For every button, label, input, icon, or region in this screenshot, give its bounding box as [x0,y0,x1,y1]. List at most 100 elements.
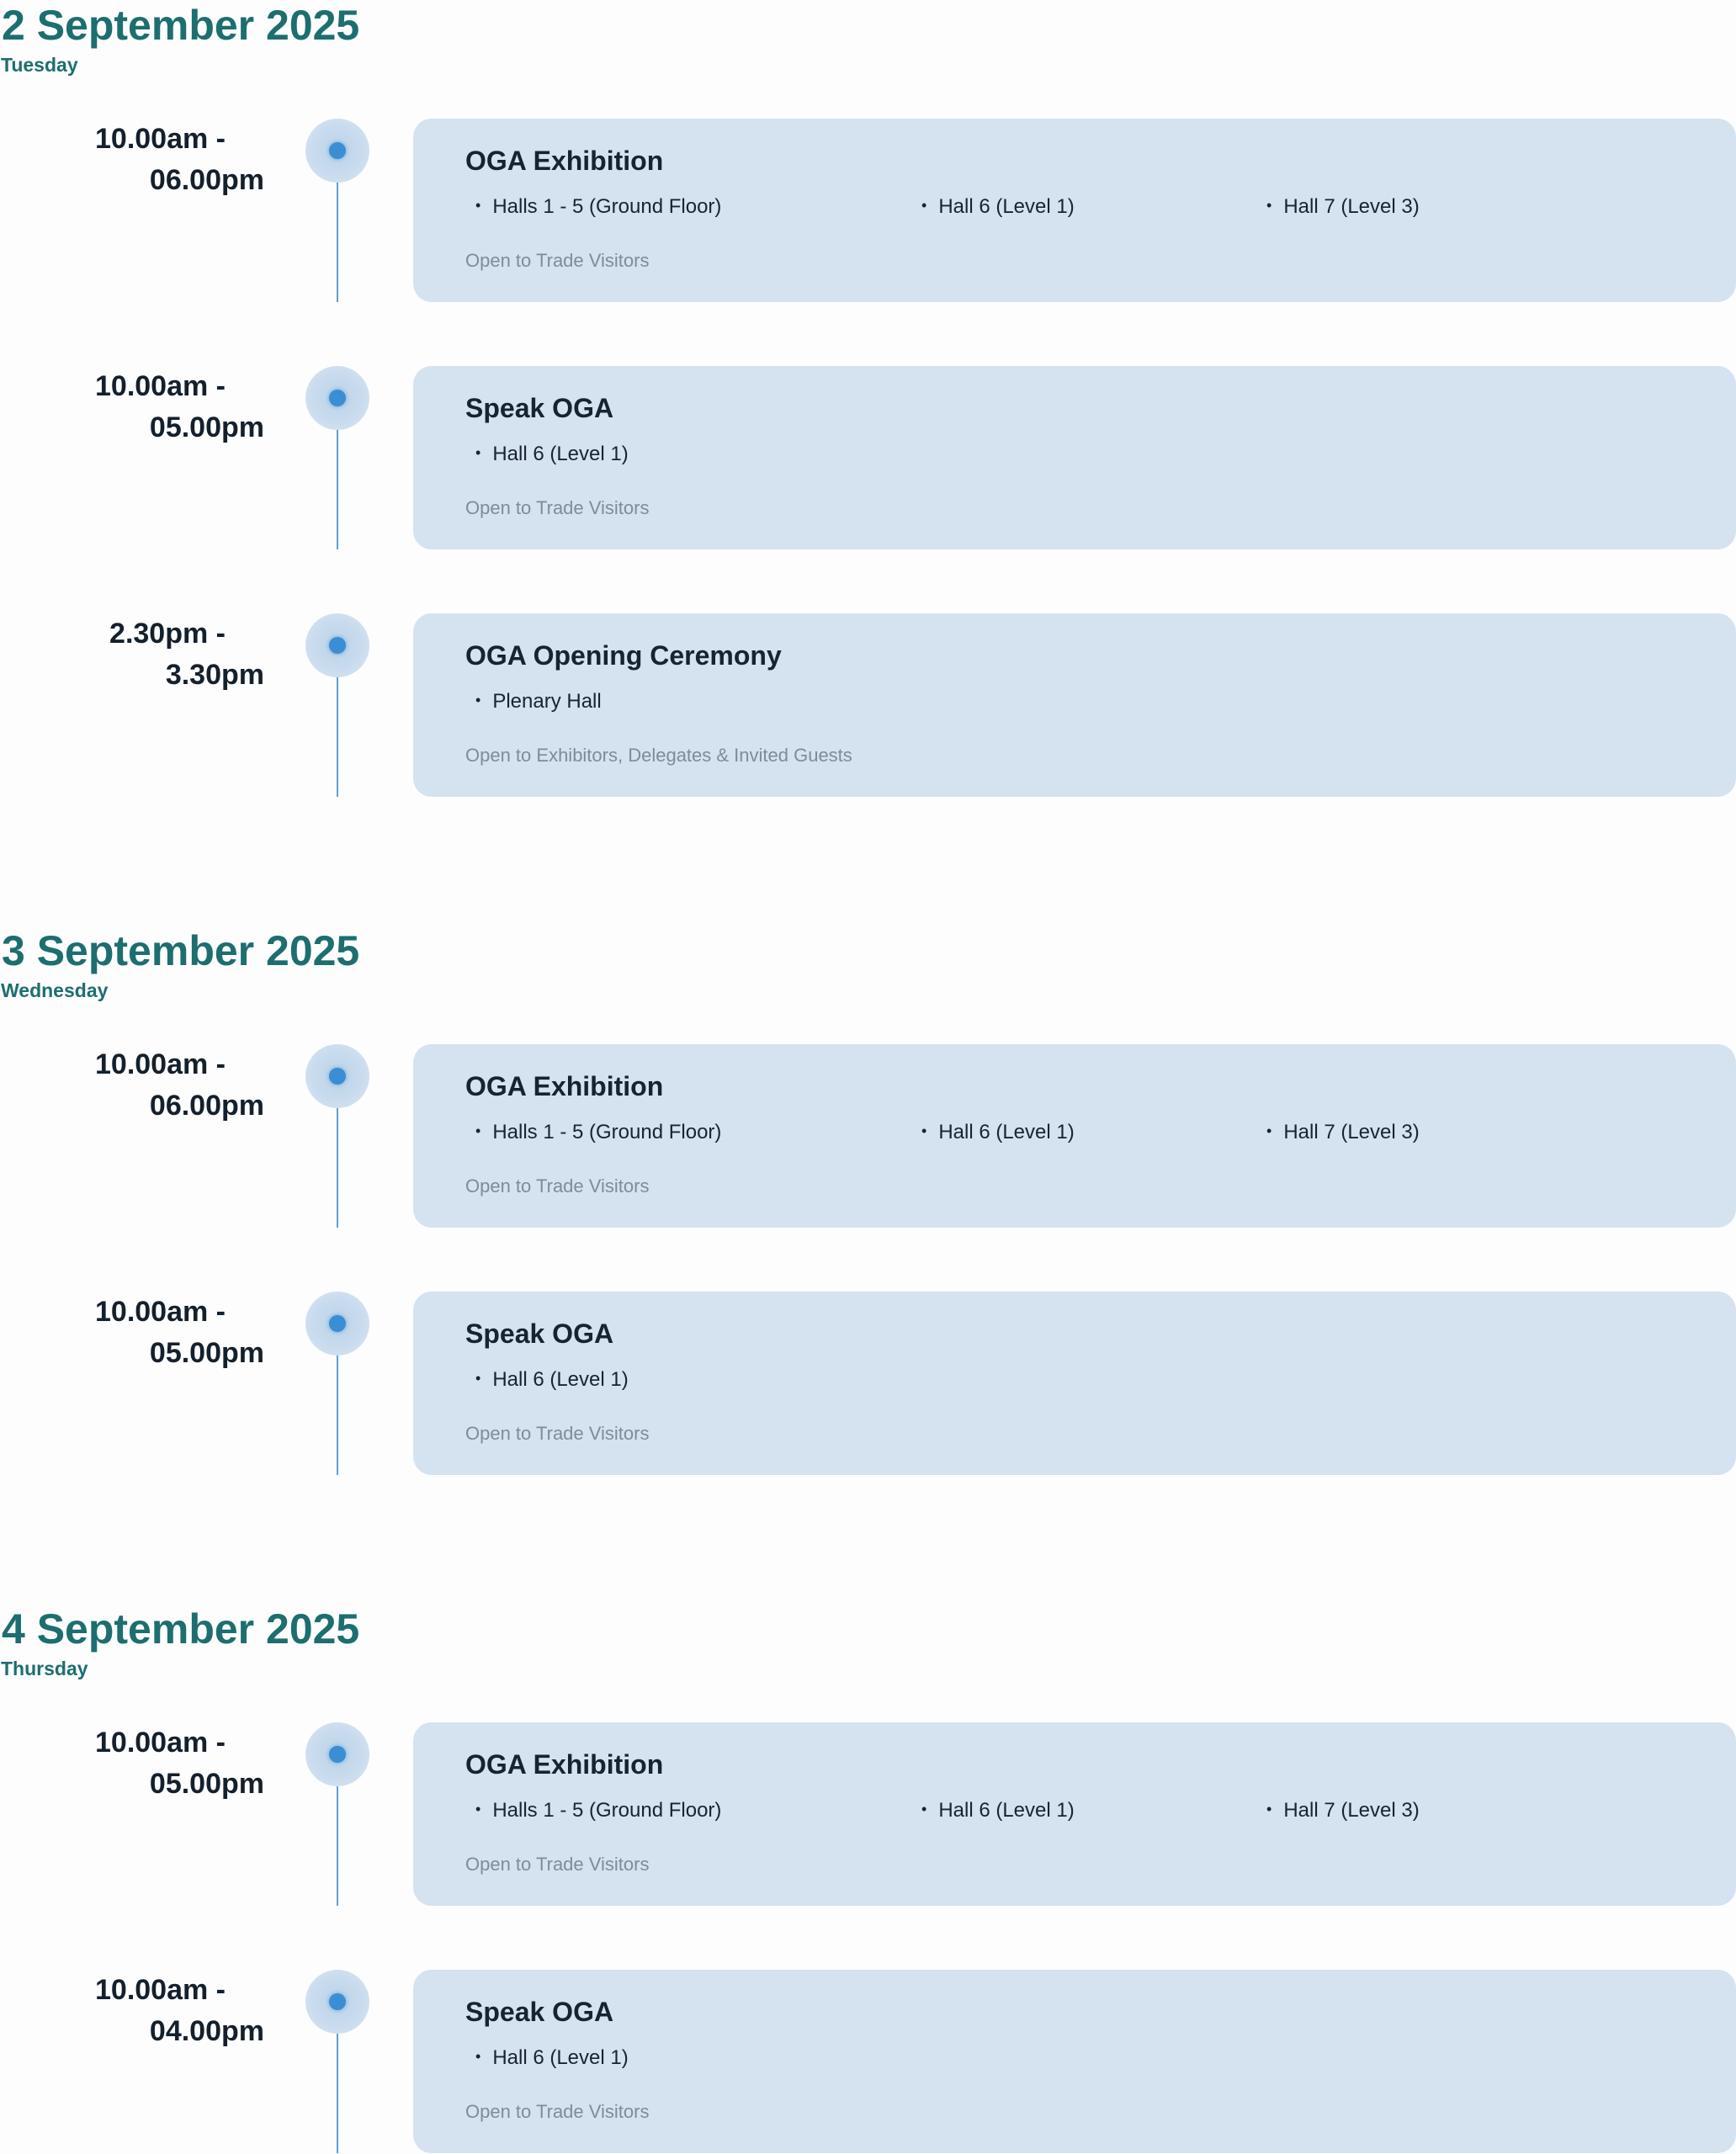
event-location-label: Hall 6 (Level 1) [492,1368,629,1391]
bullet-icon: • [475,1122,481,1139]
bullet-icon: • [475,197,481,214]
day-weekday: Tuesday [1,54,78,76]
timeline-dot [329,1993,346,2010]
event-title: Speak OGA [465,1318,614,1349]
timeline-line [337,1074,338,1228]
day-title: 3 September 2025 [2,927,360,974]
event-title: OGA Opening Ceremony [465,640,782,671]
event-card[interactable]: OGA Opening Ceremony •Plenary Hall Open … [413,613,1736,797]
timeline-dot [329,1315,346,1332]
event-location: • Hall 7 (Level 3) [1266,1121,1420,1144]
event-location-label: Hall 7 (Level 3) [1283,1121,1420,1143]
event-location-label: Hall 6 (Level 1) [492,443,629,465]
bullet-icon: • [475,1801,481,1817]
event-card[interactable]: OGA Exhibition •Halls 1 - 5 (Ground Floo… [413,1044,1736,1228]
timeline-event: 10.00am - 06.00pm OGA Exhibition • Halls … [0,119,1736,302]
timeline-event: 10.00am - 04.00pm Speak OGA • Hall 6 (Lev… [0,1970,1736,2153]
day-title: 2 September 2025 [2,2,360,49]
event-time-end: 06.00pm [149,164,264,196]
timeline-event: 10.00am - 05.00pm Speak OGA • Hall 6 (Lev… [0,1292,1736,1475]
timeline-event: 10.00am - 05.00pm OGA Exhibition •Halls … [0,1722,1736,1906]
bullet-icon: • [921,1801,927,1817]
timeline-dot [329,1746,346,1763]
event-location: • Hall 6 (Level 1) [921,1799,1075,1822]
bullet-icon: • [475,444,481,461]
timeline-marker-icon [305,1292,369,1356]
timeline-event: 10.00am - 05.00pm Speak OGA •Hall 6 (Lev… [0,366,1736,549]
event-time-start: 10.00am - [95,1974,226,2006]
event-time-end: 05.00pm [149,1337,264,1369]
event-location: • Hall 7 (Level 3) [1266,1799,1420,1822]
event-title: Speak OGA [465,1997,614,2027]
event-time-start: 10.00am - [95,123,226,155]
event-location-label: Hall 6 (Level 1) [938,195,1075,218]
bullet-icon: • [475,1370,481,1387]
event-time-start: 10.00am - [95,1727,226,1759]
timeline-line [337,1753,338,1906]
event-location: •Plenary Hall [475,690,602,714]
timeline-marker-icon [305,1970,369,2034]
event-location: • Hall 6 (Level 1) [475,443,629,466]
event-location: • Halls 1 - 5 (Ground Floor) [475,1121,721,1144]
event-location-label: Hall 6 (Level 1) [938,1799,1075,1822]
event-location-label: Hall 7 (Level 3) [1283,1799,1420,1822]
event-time-end: 3.30pm [165,659,264,691]
timeline-line [337,2000,338,2153]
timeline-line [337,149,338,302]
event-time-end: 04.00pm [149,2015,264,2047]
bullet-icon: • [1266,1801,1272,1817]
bullet-icon: • [1266,1122,1272,1139]
event-location-label: Plenary Hall [492,690,602,713]
event-card[interactable]: OGA Exhibition • Halls 1 - 5 (Ground Floo… [413,119,1736,302]
timeline-event: 10.00am - 06.00pm OGA Exhibition •Halls … [0,1044,1736,1228]
event-access: Open to Trade Visitors [465,1423,650,1444]
event-location-label: Halls 1 - 5 (Ground Floor) [492,1121,722,1143]
event-time-start: 2.30pm - [109,618,226,650]
event-time-start: 10.00am - [95,1048,226,1080]
event-location: • Hall 6 (Level 1) [475,1368,629,1392]
event-location: • Hall 6 (Level 1) [921,1121,1075,1144]
event-card[interactable]: Speak OGA • Hall 6 (Level 1) Open to Trad… [413,1292,1736,1475]
timeline-line [337,644,338,797]
event-location-label: Hall 7 (Level 3) [1283,195,1420,218]
event-card[interactable]: Speak OGA • Hall 6 (Level 1) Open to Trad… [413,366,1736,549]
event-access: Open to Trade Visitors [465,2101,650,2122]
day-weekday: Thursday [1,1658,88,1679]
event-time-end: 06.00pm [149,1090,264,1122]
timeline-line [337,1322,338,1475]
event-location: •Hall 6 (Level 1) [921,195,1075,219]
event-access: Open to Exhibitors, Delegates & Invited … [465,745,852,766]
event-location: • Halls 1 - 5 (Ground Floor) [475,195,721,219]
event-location: • Hall 6 (Level 1) [475,2046,629,2070]
event-access: Open to Trade Visitors [465,497,650,518]
bullet-icon: • [921,1122,927,1139]
timeline-event: 2.30pm - 3.30pm OGA Opening Ceremony •Pl… [0,613,1736,797]
timeline-marker-icon [305,1722,369,1786]
event-title: OGA Exhibition [465,146,664,176]
event-card[interactable]: OGA Exhibition •Halls 1 - 5 (Ground Floo… [413,1722,1736,1906]
timeline-dot [329,390,346,406]
event-location-label: Halls 1 - 5 (Ground Floor) [492,1799,722,1822]
event-time-end: 05.00pm [149,411,264,443]
event-time-end: 05.00pm [149,1768,264,1800]
timeline-dot [329,1068,346,1085]
event-location-label: Halls 1 - 5 (Ground Floor) [492,195,722,218]
timeline-marker-icon [305,119,369,183]
event-access: Open to Trade Visitors [465,1854,650,1875]
event-location-label: Hall 6 (Level 1) [492,2046,629,2069]
event-time-start: 10.00am - [95,1296,226,1328]
event-location: • Halls 1 - 5 (Ground Floor) [475,1799,721,1822]
bullet-icon: • [1266,197,1272,214]
event-access: Open to Trade Visitors [465,250,650,271]
event-location-label: Hall 6 (Level 1) [938,1121,1075,1143]
timeline-marker-icon [305,613,369,677]
day-weekday: Wednesday [1,979,109,1001]
event-title: Speak OGA [465,393,614,423]
day-title: 4 September 2025 [2,1605,360,1653]
event-card[interactable]: Speak OGA • Hall 6 (Level 1) Open to Trad… [413,1970,1736,2153]
event-access: Open to Trade Visitors [465,1175,650,1196]
bullet-icon: • [475,2048,481,2065]
timeline-marker-icon [305,366,369,430]
timeline-dot [329,637,346,654]
timeline-dot [329,142,346,159]
